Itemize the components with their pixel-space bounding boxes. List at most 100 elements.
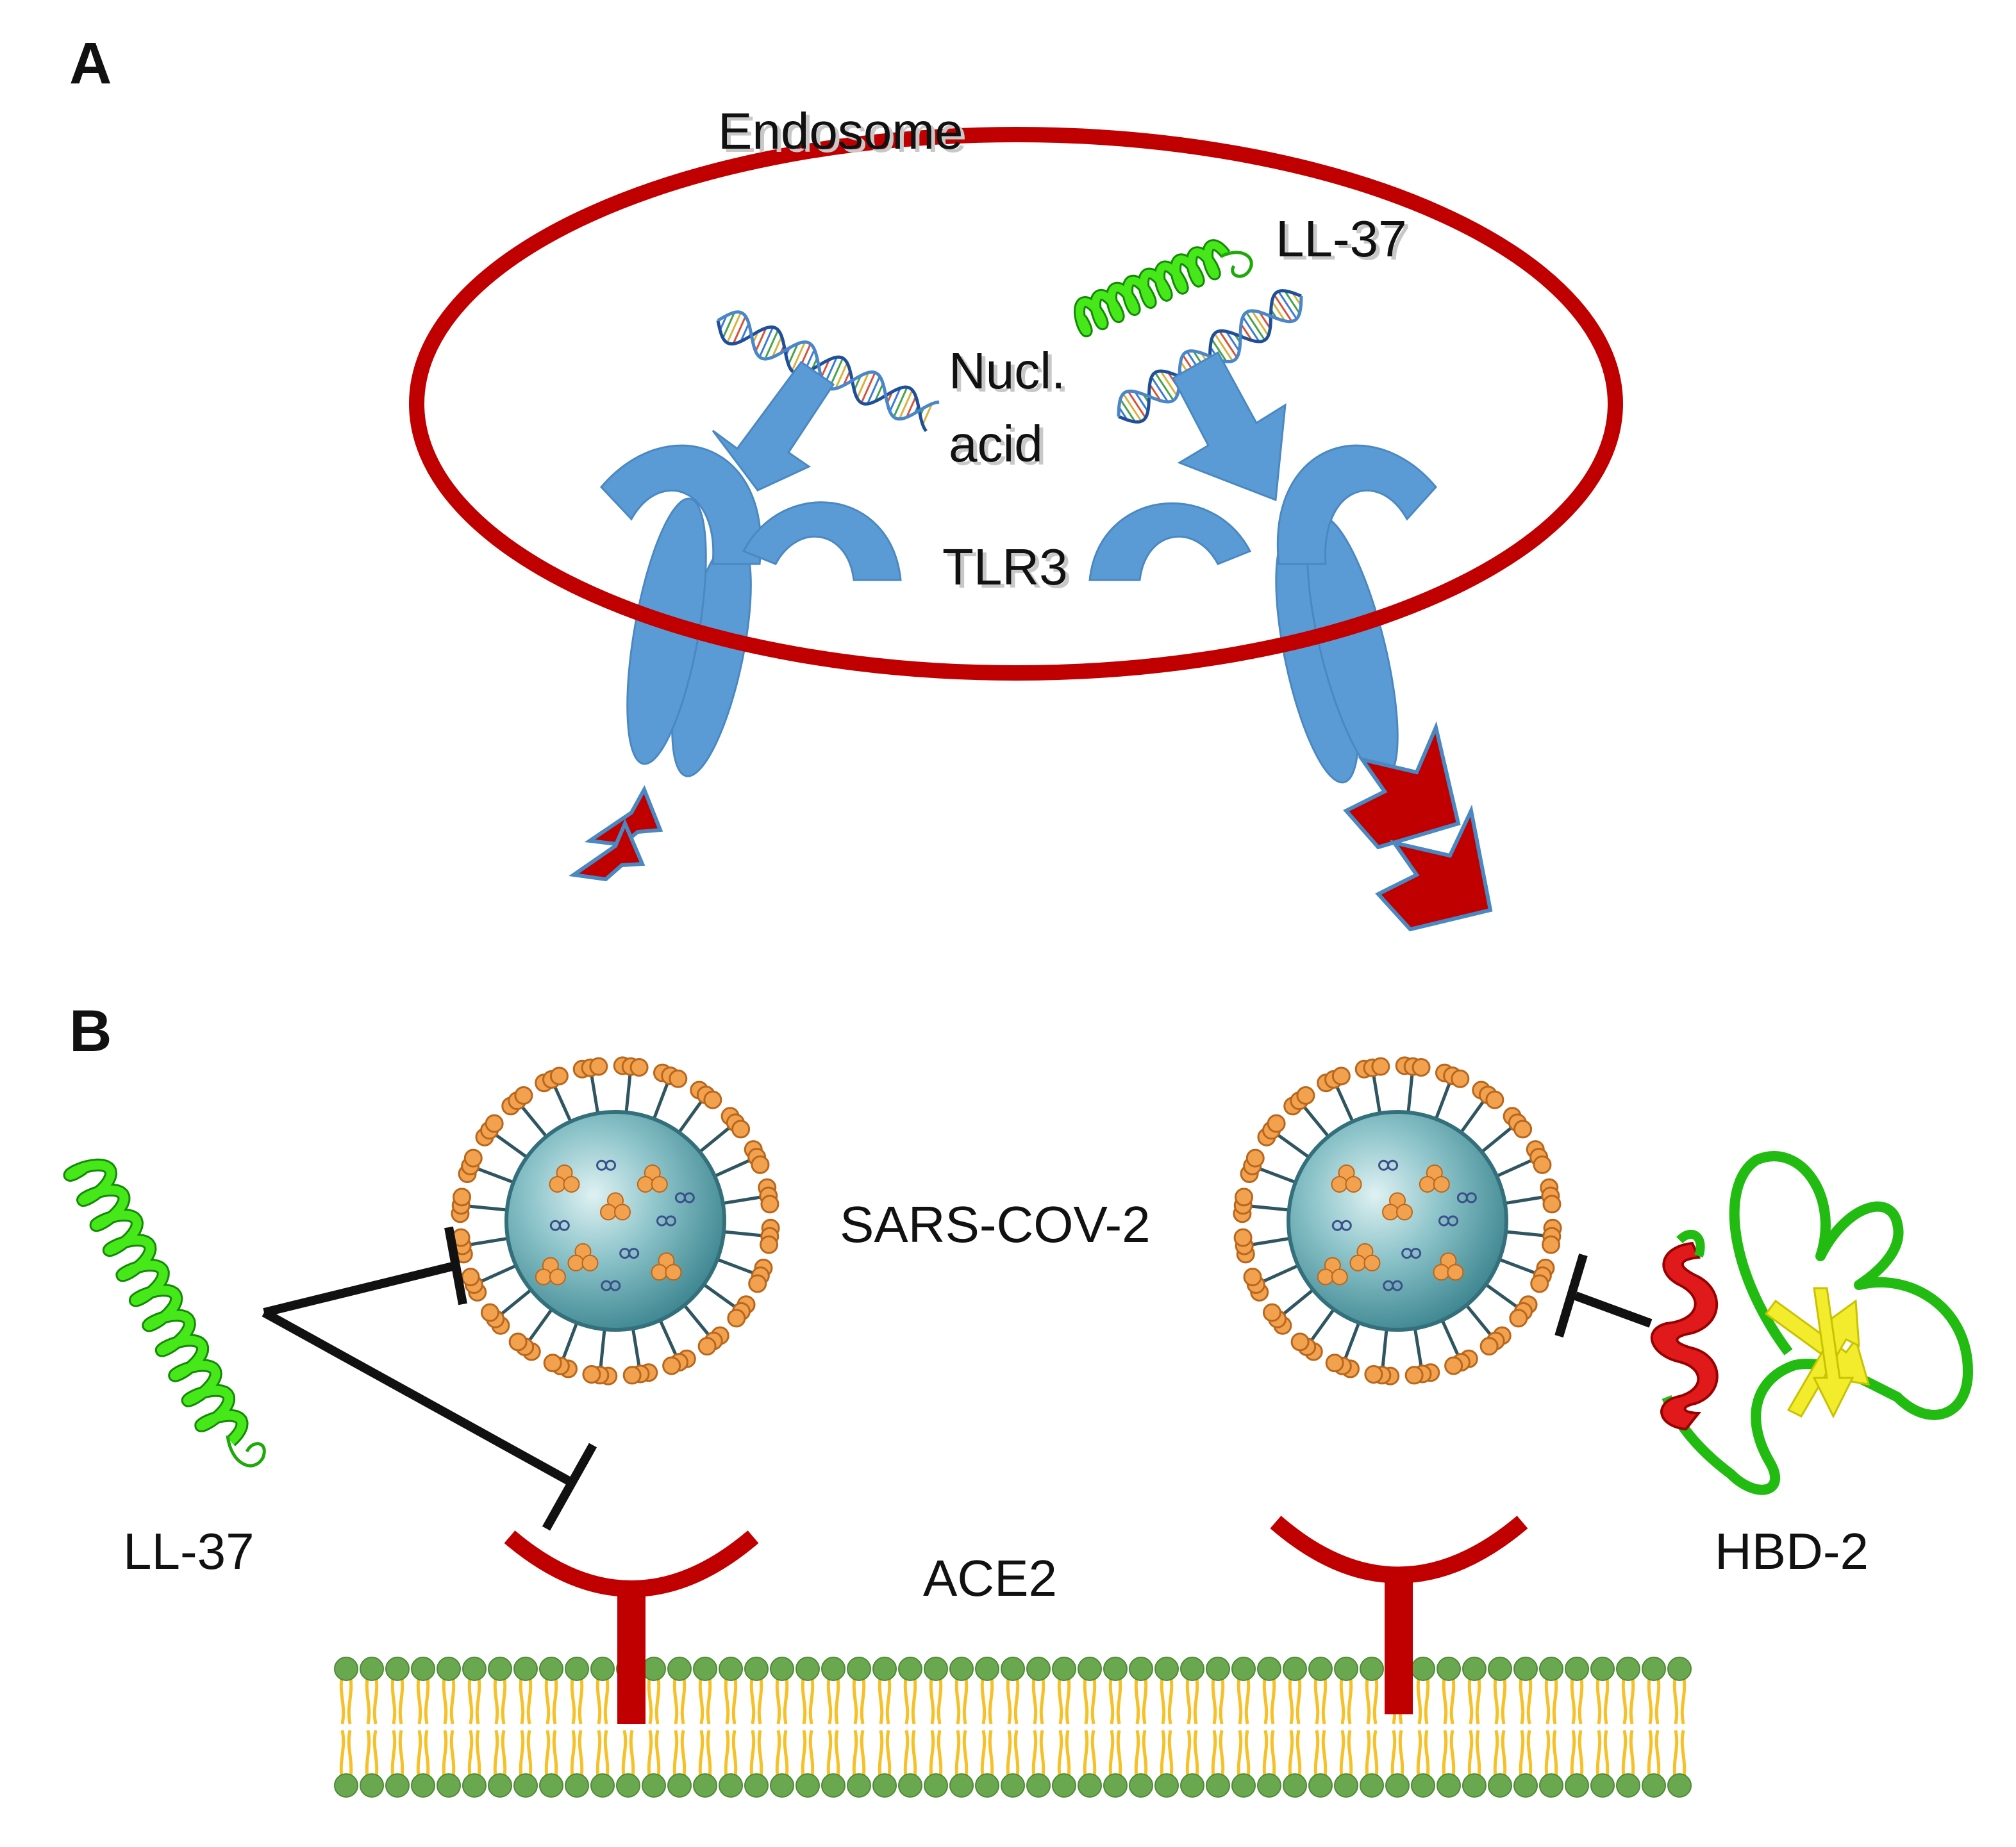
dna-base-pair [1278,290,1298,320]
virus-spike-stalk [720,1229,762,1238]
dna-base-pair [892,386,908,418]
virus-spike-head [514,1086,533,1105]
membrane-head [1154,1773,1179,1798]
membrane-head [360,1773,384,1798]
virus-spike-stalk [1495,1257,1535,1275]
membrane-head [590,1657,615,1681]
membrane-head [1360,1657,1384,1681]
virus-spike-head [759,1235,778,1254]
virus-rna-dot [1387,1159,1399,1171]
membrane-head [513,1773,538,1798]
membrane-head [872,1657,897,1681]
virus-spike-head [1267,1114,1286,1133]
dna-base-pair [1151,376,1169,402]
membrane-head [1283,1657,1307,1681]
membrane-head [334,1773,358,1798]
alpha-helix-icon [63,1158,266,1468]
virus-spike-stalk [657,1316,677,1355]
panel-a-letter: A [69,31,112,96]
membrane-head [1616,1773,1640,1798]
virus-spike-stalk [501,1286,535,1315]
virus-spike-head [1290,1332,1310,1352]
membrane-head [462,1657,487,1681]
virus-spike-head [1243,1268,1262,1287]
dna-base-pair [771,336,783,358]
virus-protein [1447,1264,1464,1281]
dna-base-pair [1160,370,1178,397]
dna-base-pair [1225,331,1240,352]
virus-spike-head [1262,1303,1281,1322]
membrane-head [1642,1773,1666,1798]
virus-rna-dot [1447,1215,1458,1227]
membrane-head [1308,1657,1333,1681]
virus-spike-stalk [554,1087,574,1125]
virus-icon [451,1056,780,1386]
virus-rna-dot [1392,1280,1403,1291]
virus-spike-head [748,1274,767,1293]
membrane-head [1129,1657,1153,1681]
membrane-head [488,1773,512,1798]
virus-protein [563,1175,580,1193]
protein-ribbon-icon [1650,1151,1973,1495]
dna-base-pair [835,362,848,389]
membrane-head [1334,1657,1358,1681]
virus-protein [535,1268,552,1286]
membrane-head [796,1657,820,1681]
dna-base-pair [1134,391,1149,412]
virus-spike-head [1325,1354,1344,1373]
helix-ribbon [1076,241,1229,336]
membrane-head [719,1773,743,1798]
ll37-label-b: LL-37 [123,1523,254,1580]
endosome-label-shadow: Endosome [722,106,967,163]
ll37-label-a: LL-37 [1276,210,1407,267]
membrane-head [1667,1657,1692,1681]
virus-protein [1331,1175,1348,1193]
virus-label: SARS-COV-2 [840,1196,1151,1253]
virus-spike-head [463,1148,483,1168]
dna-base-pair [905,396,917,418]
dna-base-pair [1273,294,1293,322]
virus-spike-stalk [1336,1087,1356,1125]
membrane-head [1180,1657,1204,1681]
membrane-head [411,1773,435,1798]
dna-base-pair [921,403,933,426]
inhibit-bar-hbd2 [1554,1253,1588,1338]
virus-spike-head [697,1337,717,1356]
membrane-head [565,1773,589,1798]
membrane-head [513,1657,538,1681]
membrane-head [693,1657,717,1681]
virus-rna-dot [683,1192,695,1204]
virus-protein [600,1204,617,1221]
nucleic-acid-label-2-shadow: acid [953,418,1047,476]
membrane-head [1078,1773,1102,1798]
membrane-head [898,1773,922,1798]
helix-tail [226,1435,266,1468]
inhibition-lines-ll37 [262,1226,597,1531]
nucleic-acid-label-2: acid [949,415,1043,472]
membrane-head [1411,1657,1435,1681]
tlr3-receptor-left [599,444,902,777]
membrane-head [1437,1773,1461,1798]
virus-spike-head [1245,1148,1265,1168]
endosome-label: Endosome [718,103,963,160]
virus-body [1287,1110,1508,1332]
virus-protein [567,1254,585,1271]
virus-spike-stalk [599,1325,607,1367]
nucleic-acid-label-1-shadow: Nucl. [953,345,1069,402]
tlr3-left-arc-2 [742,501,902,581]
membrane-head [385,1657,410,1681]
dna-base-pair [740,323,750,342]
dna-base-pair [1283,290,1301,314]
virus-spike-stalk [469,1204,511,1213]
virus-protein [549,1175,566,1193]
dna-base-pair [791,342,806,372]
virus-spike-stalk [1433,1083,1451,1123]
membrane-head [488,1657,512,1681]
dna-base-pair [874,383,884,402]
virus-icon [1233,1056,1562,1386]
virus-rna-dot [665,1215,676,1227]
membrane-head [1437,1657,1461,1681]
membrane-head [1001,1773,1025,1798]
hbd2-label: HBD-2 [1715,1523,1869,1580]
